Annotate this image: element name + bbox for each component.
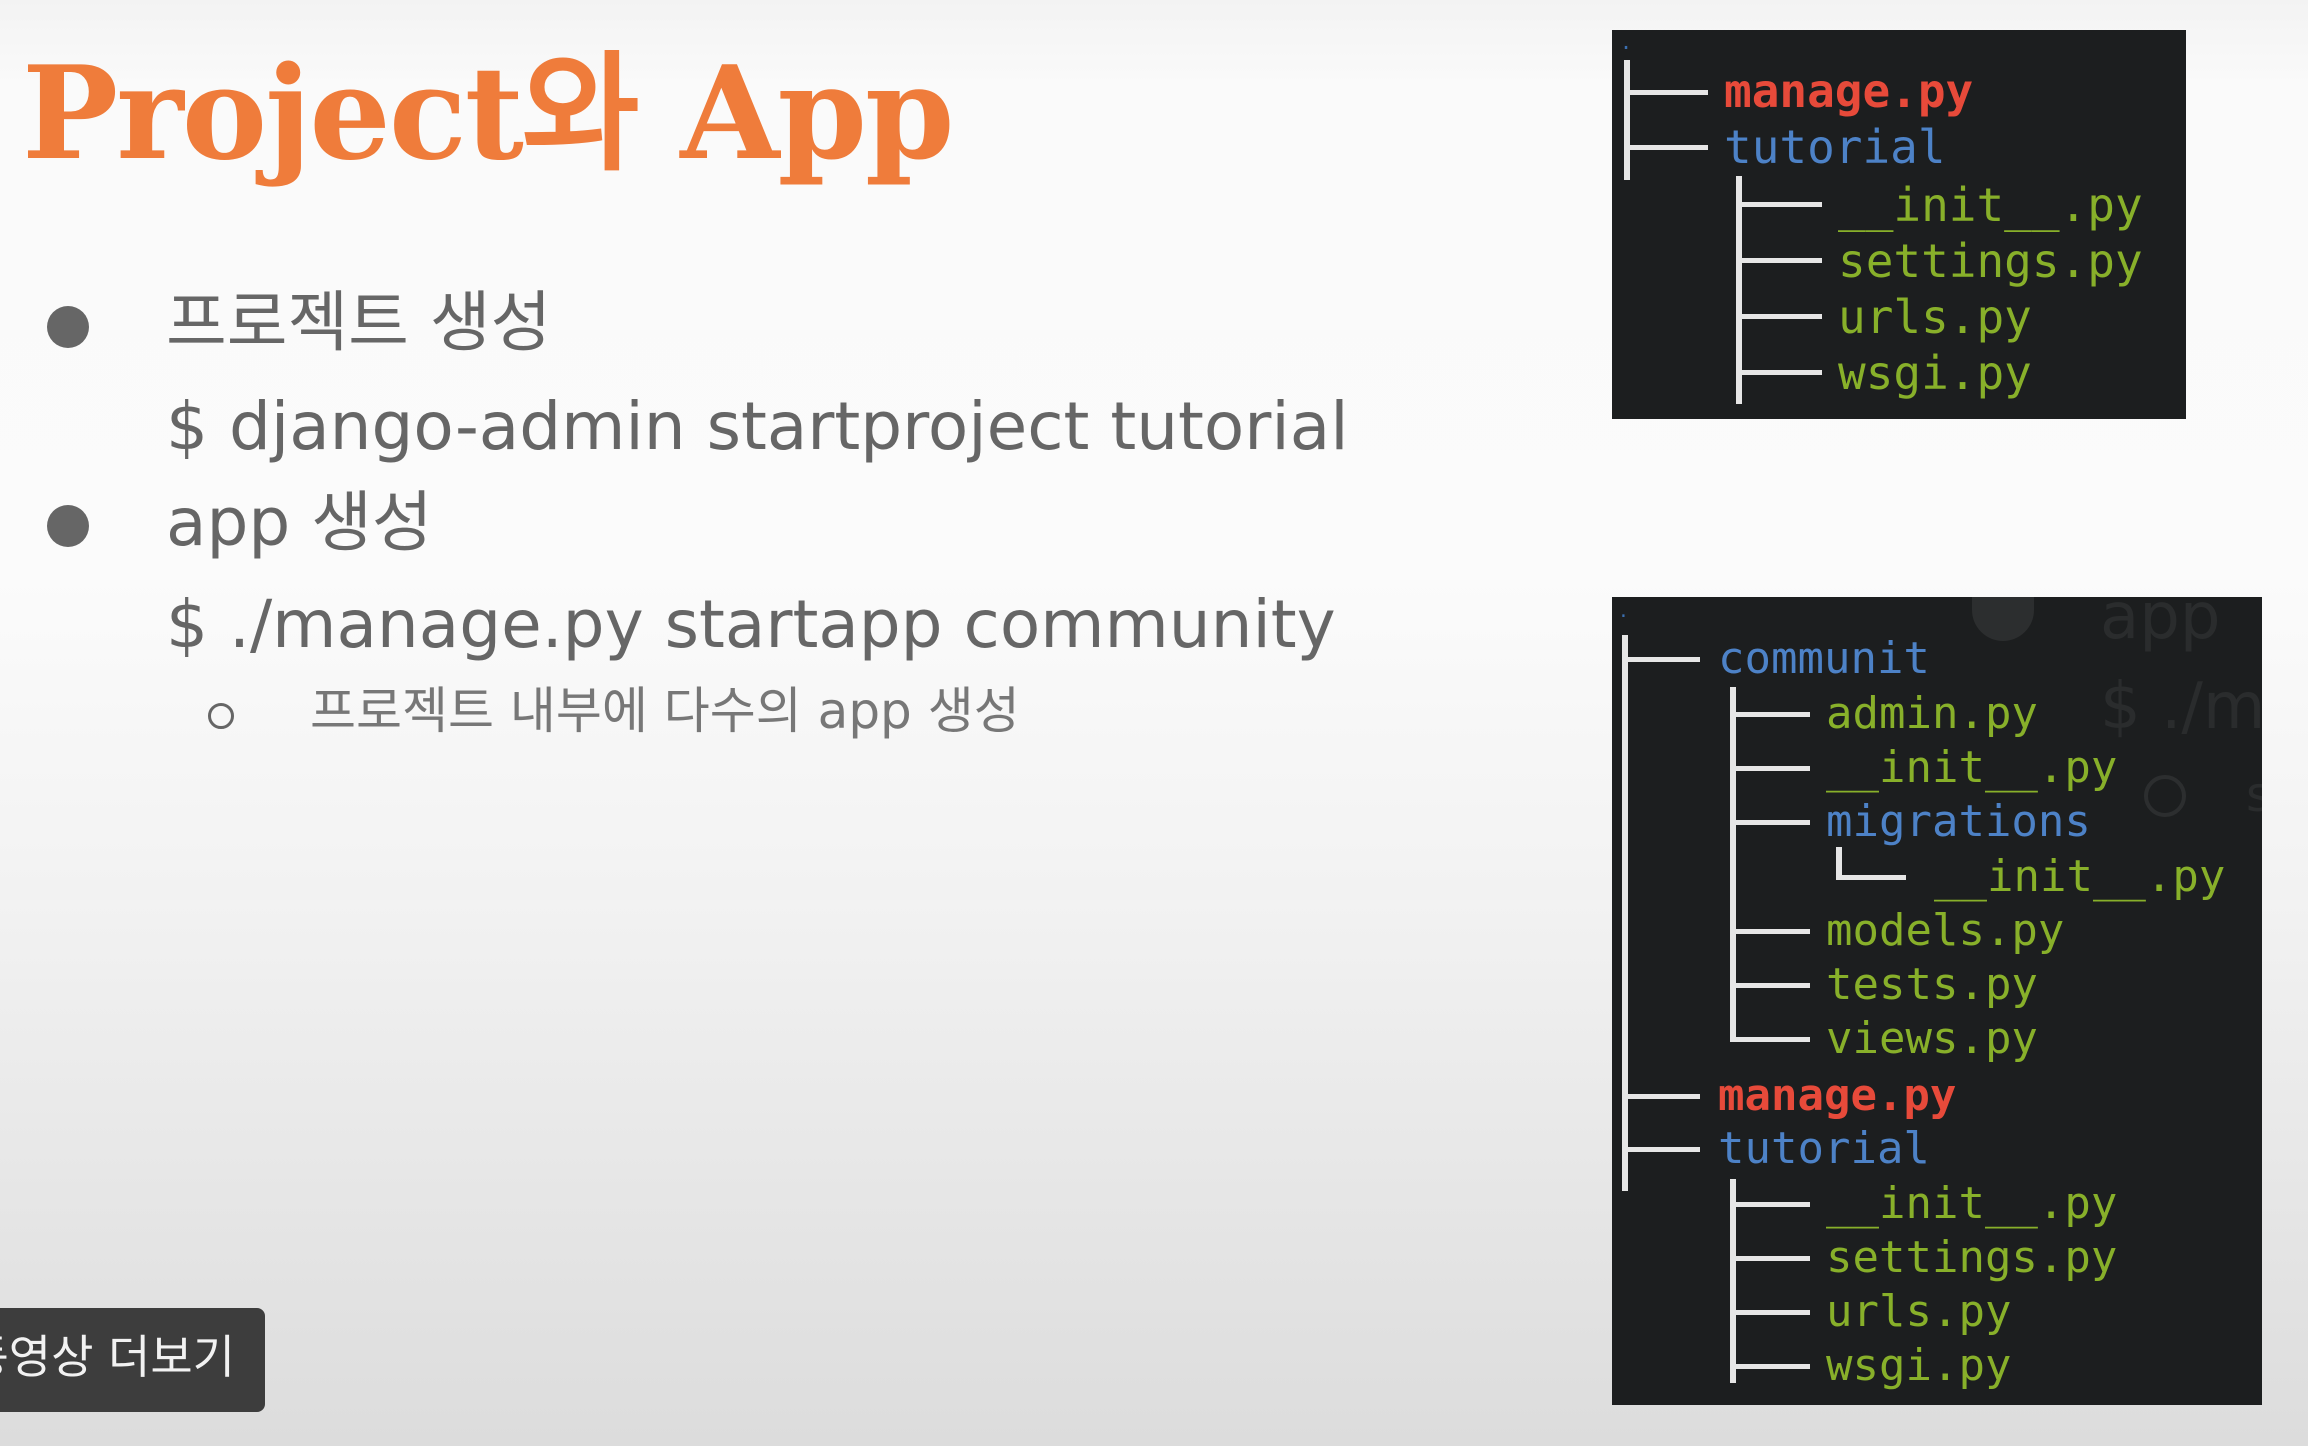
tree-item-manage-py: manage.py	[1718, 1070, 1957, 1121]
command-startproject: $ django-admin startproject tutorial	[166, 388, 1349, 465]
bullet-dot-icon	[47, 505, 89, 547]
tree-item-manage-py: manage.py	[1724, 64, 1974, 118]
command-startapp: $ ./manage.py startapp community	[166, 586, 1336, 663]
tree-item-community-dir: communit	[1718, 633, 1930, 684]
tree-item-tests-py: tests.py	[1826, 959, 2038, 1010]
tree-item-settings-py: settings.py	[1838, 234, 2143, 288]
more-videos-label: 동영상 더보기	[0, 1330, 235, 1384]
tree-item-wsgi-py: wsgi.py	[1826, 1340, 2012, 1391]
terminal-project-tree: . manage.py tutorial __init__.py setting…	[1612, 30, 2186, 419]
tree-item-migrations-dir: migrations	[1826, 796, 2091, 847]
tree-item-settings-py: settings.py	[1826, 1232, 2118, 1283]
tree-item-wsgi-py: wsgi.py	[1838, 346, 2032, 400]
terminal-project-app-tree: app $ ./m s . communit admin.py __init__…	[1612, 597, 2262, 1405]
ghost-text-command: $ ./m	[2100, 670, 2262, 744]
bullet-app-create: app 생성	[166, 484, 433, 561]
tree-item-views-py: views.py	[1826, 1013, 2038, 1064]
sub-bullet-multiple-apps: 프로젝트 내부에 다수의 app 생성	[310, 682, 1020, 740]
tree-root: .	[1620, 30, 1633, 54]
slide-title: Project와 App	[22, 39, 955, 189]
tree-item-community-init-py: __init__.py	[1826, 742, 2118, 793]
ghost-text-app: app	[2100, 597, 2221, 654]
tree-item-tutorial-dir: tutorial	[1724, 120, 1946, 174]
ghost-ring-icon	[2144, 775, 2186, 817]
ghost-bullet-icon	[1972, 597, 2034, 641]
tree-root: .	[1618, 601, 1629, 622]
tree-item-init-py: __init__.py	[1838, 178, 2143, 232]
sub-bullet-ring-icon	[208, 703, 234, 729]
more-videos-button[interactable]: 동영상 더보기	[0, 1308, 265, 1412]
tree-item-migrations-init-py: __init__.py	[1934, 851, 2226, 902]
tree-item-tutorial-init-py: __init__.py	[1826, 1178, 2118, 1229]
bullet-project-create: 프로젝트 생성	[166, 284, 552, 361]
tree-item-tutorial-dir: tutorial	[1718, 1123, 1930, 1174]
tree-item-models-py: models.py	[1826, 905, 2065, 956]
tree-item-urls-py: urls.py	[1838, 290, 2032, 344]
tree-item-urls-py: urls.py	[1826, 1286, 2012, 1337]
ghost-text-s: s	[2246, 767, 2262, 823]
bullet-dot-icon	[47, 306, 89, 348]
tree-item-admin-py: admin.py	[1826, 688, 2038, 739]
